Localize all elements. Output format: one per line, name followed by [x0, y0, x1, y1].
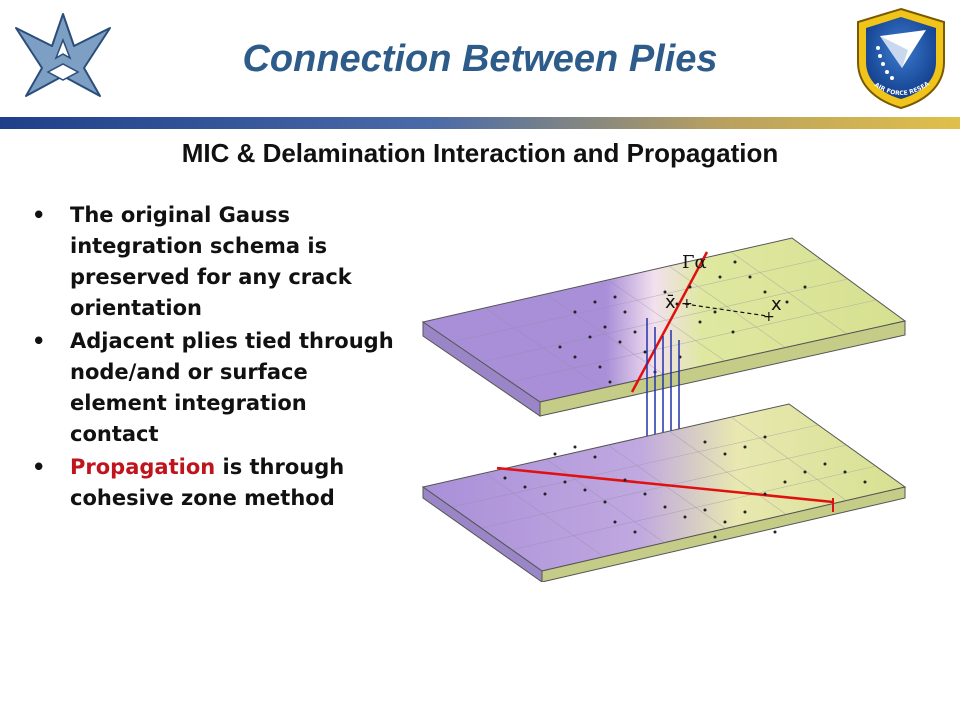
bullet-dot-icon: •	[32, 203, 46, 227]
bullet-item: • Adjacent plies tied through node/and o…	[30, 326, 400, 450]
page-title: Connection Between Plies	[242, 38, 718, 80]
air-force-wings-logo	[15, 13, 111, 97]
slide-subtitle: MIC & Delamination Interaction and Propa…	[181, 138, 779, 168]
bullet-text: The original Gauss integration schema is…	[70, 203, 352, 320]
svg-text:+: +	[763, 309, 775, 325]
bottom-integration-points	[503, 435, 867, 539]
afrl-shield-logo: AIR FORCE RESEARCH LABORATORY	[850, 6, 945, 110]
bullet-item: • Propagation is through cohesive zone m…	[30, 452, 400, 514]
bullet-highlight: Propagation	[70, 455, 216, 479]
xbar-label: x̄	[665, 292, 676, 313]
bullet-dot-icon: •	[32, 455, 46, 479]
bullet-text: is through cohesive zone method	[70, 455, 345, 510]
bottom-ply	[421, 403, 907, 582]
top-crack-line	[630, 251, 709, 393]
bottom-crack-line	[496, 466, 834, 504]
bullet-item: • The original Gauss integration schema …	[30, 200, 400, 324]
ply-connection-diagram: + + Γα x̄ x	[421, 237, 907, 582]
header-divider-bar	[0, 117, 960, 129]
x-label: x	[771, 294, 782, 315]
bullet-text: Adjacent plies tied through node/and or …	[70, 329, 394, 446]
bullet-list: • The original Gauss integration schema …	[30, 200, 400, 516]
bullet-dot-icon: •	[32, 329, 46, 353]
svg-text:+: +	[681, 296, 693, 312]
top-ply: + + Γα x̄ x	[421, 237, 907, 417]
gamma-label: Γα	[682, 252, 707, 273]
